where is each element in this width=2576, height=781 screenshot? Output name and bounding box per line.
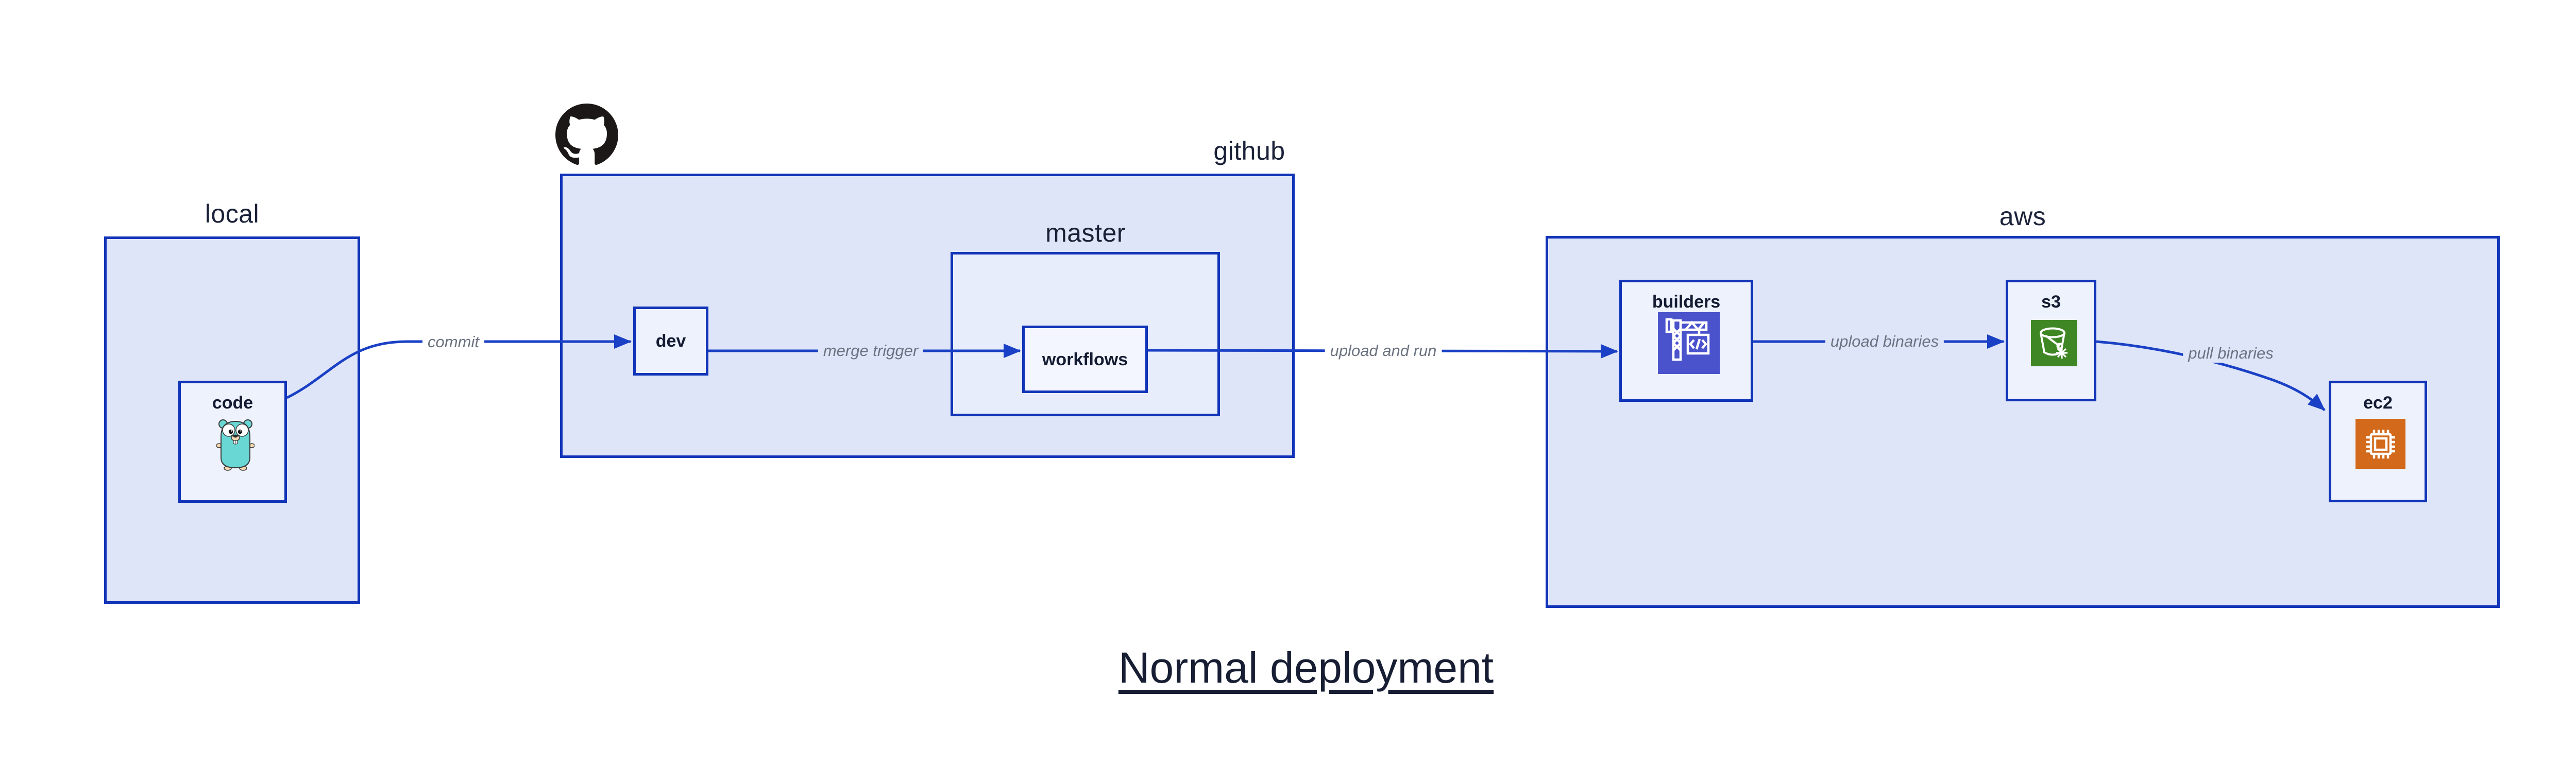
edge-label-commit: commit <box>422 333 484 351</box>
node-ec2: ec2 <box>2329 381 2427 502</box>
region-label-master: master <box>1045 218 1126 247</box>
edge-label-merge-trigger: merge trigger <box>818 342 924 360</box>
region-label-aws: aws <box>1999 202 2046 231</box>
ec2-chip-icon <box>2355 419 2405 469</box>
edge-label-upload-binaries: upload binaries <box>1825 332 1944 351</box>
region-label-local: local <box>205 199 260 228</box>
region-label-github: github <box>1213 137 1285 165</box>
s3-bucket-icon <box>2031 320 2077 366</box>
node-builders: builders <box>1619 280 1753 402</box>
node-workflows: workflows <box>1022 326 1148 393</box>
github-octocat-icon <box>555 104 618 166</box>
node-label-ec2: ec2 <box>2363 393 2393 413</box>
codebuild-crane-icon <box>1658 312 1720 374</box>
edge-label-upload-and-run: upload and run <box>1325 342 1442 360</box>
diagram-title: Normal deployment <box>1118 643 1494 692</box>
node-s3: s3 <box>2006 280 2096 401</box>
node-label-code: code <box>212 393 253 413</box>
node-label-workflows: workflows <box>1042 349 1128 369</box>
node-dev: dev <box>633 307 708 376</box>
go-gopher-icon <box>216 416 255 471</box>
node-label-dev: dev <box>655 331 686 351</box>
node-label-builders: builders <box>1652 292 1721 312</box>
node-code: code <box>178 381 287 503</box>
node-label-s3: s3 <box>2041 292 2061 312</box>
edge-label-pull-binaries: pull binaries <box>2183 344 2279 363</box>
